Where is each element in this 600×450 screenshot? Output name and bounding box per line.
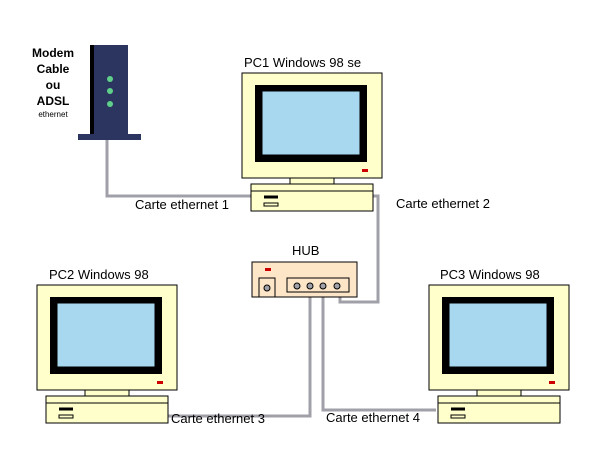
modem-label-line-1: Modem (32, 46, 74, 60)
modem-label-small: ethernet (38, 110, 68, 119)
cable-hub-pc2 (167, 292, 312, 418)
hub-title: HUB (292, 243, 320, 258)
pc1-title: PC1 Windows 98 se (244, 55, 362, 70)
pc1-computer-icon (241, 72, 383, 212)
card-label-2: Carte ethernet 2 (396, 196, 490, 211)
modem-label-line-2: Cable (36, 62, 70, 76)
cables (105, 140, 436, 418)
cable-hub-pc3 (321, 292, 436, 412)
pc2-title: PC2 Windows 98 (49, 267, 149, 282)
cable-pc1-hub (338, 194, 380, 304)
pc3-computer-icon (428, 284, 570, 424)
pc2-computer-icon (36, 284, 178, 424)
modem-label-line-4: ADSL (36, 94, 70, 108)
hub-icon (251, 261, 358, 298)
pc3-title: PC3 Windows 98 (440, 267, 540, 282)
card-label-3: Carte ethernet 3 (171, 411, 265, 426)
modem-label-line-3: ou (45, 78, 61, 92)
card-label-1: Carte ethernet 1 (135, 197, 229, 212)
card-label-4: Carte ethernet 4 (326, 410, 420, 425)
cable-modem-pc1 (105, 140, 251, 198)
modem-icon (78, 45, 141, 140)
